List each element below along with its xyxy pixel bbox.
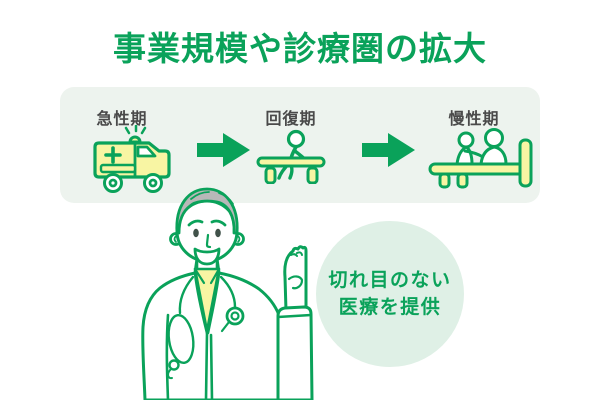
stage-label-chronic: 慢性期 <box>448 109 500 128</box>
right-arrow-icon <box>362 133 415 167</box>
right-arrow-icon <box>197 133 250 167</box>
stage-label-acute: 急性期 <box>96 109 148 128</box>
seamless-care-callout: 切れ目のない 医療を提供 <box>316 221 464 367</box>
page-title: 事業規模や診療圏の拡大 <box>113 29 487 68</box>
stage-label-recovery: 回復期 <box>265 109 317 128</box>
rehabilitation-icon <box>256 129 326 184</box>
doctor-illustration <box>141 187 314 400</box>
ambulance-icon <box>93 125 171 193</box>
nursing-bed-icon <box>428 128 533 189</box>
callout-line-2: 医療を提供 <box>338 296 442 318</box>
callout-line-1: 切れ目のない <box>328 269 452 291</box>
